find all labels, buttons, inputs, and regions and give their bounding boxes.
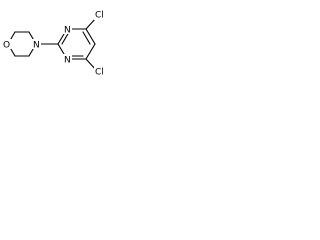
chemical-structure-canvas: O N N N Cl Cl [0,0,118,86]
morpholine-nitrogen-label-background [32,39,41,49]
pyrimidine-nitrogen-bottom-label: N [64,56,71,66]
bond-c4-c5-inner [82,31,91,45]
chlorine-bottom-label: Cl [95,68,104,78]
chlorine-top-label: Cl [95,11,104,21]
bond-c4-c5 [85,28,96,45]
pyrimidine-nitrogen-top-label: N [64,26,71,36]
oxygen-label: O [3,41,10,51]
bond-c5-c6 [85,43,96,60]
molecule-drawing: O N N N Cl Cl [2,9,109,78]
chlorine-top-label-background [94,9,109,20]
pyrimidine-nitrogen-top-label-background [63,24,72,34]
oxygen-label-background [2,39,12,49]
morpholine-nitrogen-label: N [33,41,40,51]
pyrimidine-nitrogen-bottom-label-background [63,54,72,64]
chlorine-bottom-label-background [94,66,109,77]
